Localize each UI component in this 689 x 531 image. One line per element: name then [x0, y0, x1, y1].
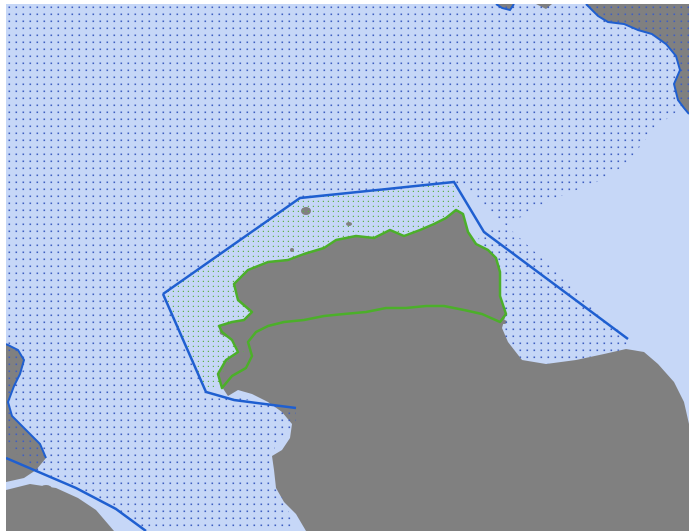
outer-zone-boundary	[6, 180, 629, 531]
southwest-landmass	[6, 484, 114, 531]
island	[380, 269, 386, 275]
inner-zone-dot-pattern	[163, 182, 463, 392]
coastline-outline	[585, 4, 689, 115]
island	[40, 485, 52, 493]
outer-zone-dot-pattern	[6, 4, 689, 531]
coastal-zone-boundary	[216, 208, 508, 390]
coastline-outline	[6, 343, 47, 459]
map-canvas[interactable]	[6, 4, 689, 531]
coastline-outline	[495, 4, 515, 12]
headland	[218, 260, 506, 388]
